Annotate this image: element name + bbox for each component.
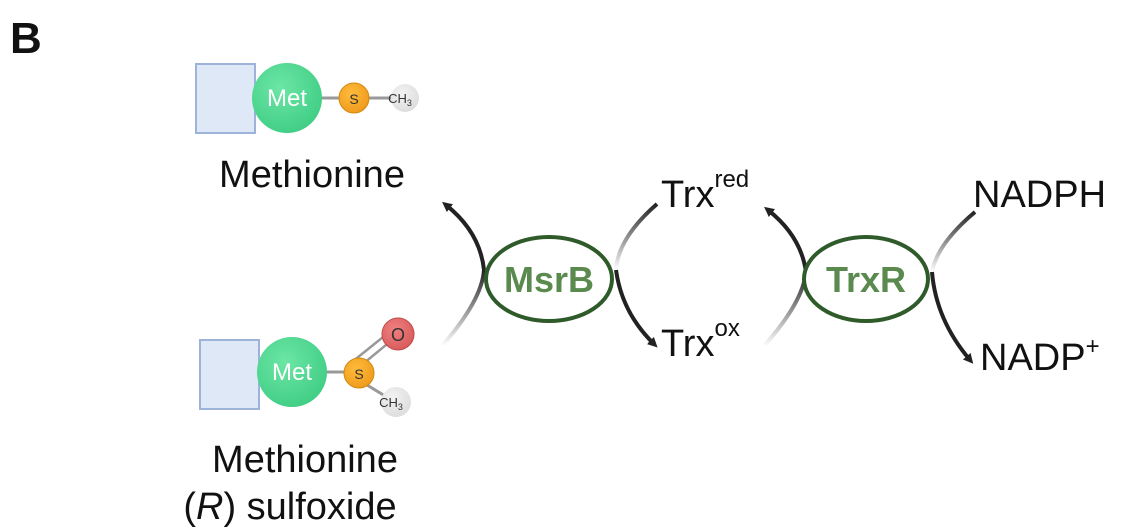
methionine-molecule: Met S CH3 — [195, 63, 419, 134]
trxr-enzyme-ellipse — [802, 235, 930, 323]
trx-ox-label: Trxox — [661, 315, 740, 365]
sulfur-label: S — [349, 91, 358, 107]
trx-red-label: Trxred — [661, 166, 749, 216]
msrb-left-arrow — [442, 201, 486, 271]
met-sphere — [252, 63, 322, 133]
nadph-label: NADPH — [973, 174, 1106, 216]
msrb-right-arrow — [614, 269, 658, 348]
sulfoxide-molecule: Met S O CH3 — [199, 317, 415, 417]
methyl-label: CH3 — [388, 91, 412, 108]
panel-label: B — [10, 14, 42, 63]
methyl-sphere — [391, 84, 419, 112]
sulfur-sphere — [338, 82, 370, 114]
oxygen-label: O — [391, 325, 405, 345]
trxr-left-arrow — [764, 206, 808, 273]
peptide-box — [195, 63, 256, 134]
nadp-label: NADP+ — [980, 333, 1100, 379]
met-label: Met — [272, 359, 312, 386]
msrb-right-arc-fade — [614, 202, 659, 271]
sulfoxide-name-line1: Methionine — [212, 439, 398, 481]
met-label: Met — [267, 85, 307, 112]
trxr-right-arrow — [930, 271, 974, 364]
msrb-enzyme-ellipse — [484, 235, 614, 323]
methyl-label: CH3 — [379, 395, 403, 412]
msrb-label: MsrB — [504, 259, 594, 300]
trxr-label: TrxR — [826, 259, 906, 300]
trxr-right-arc-fade — [930, 210, 977, 273]
sulfur-label: S — [354, 366, 363, 382]
sulfur-sphere — [343, 357, 375, 389]
peptide-box — [199, 339, 260, 410]
trxr-left-arc-fade — [762, 271, 808, 348]
oxygen-sphere — [381, 317, 415, 351]
sulfoxide-name-line2: (R) sulfoxide — [183, 486, 396, 528]
methyl-sphere — [381, 387, 411, 417]
methionine-name: Methionine — [219, 154, 405, 196]
met-sphere — [257, 337, 327, 407]
msrb-left-arc-fade — [440, 269, 486, 348]
